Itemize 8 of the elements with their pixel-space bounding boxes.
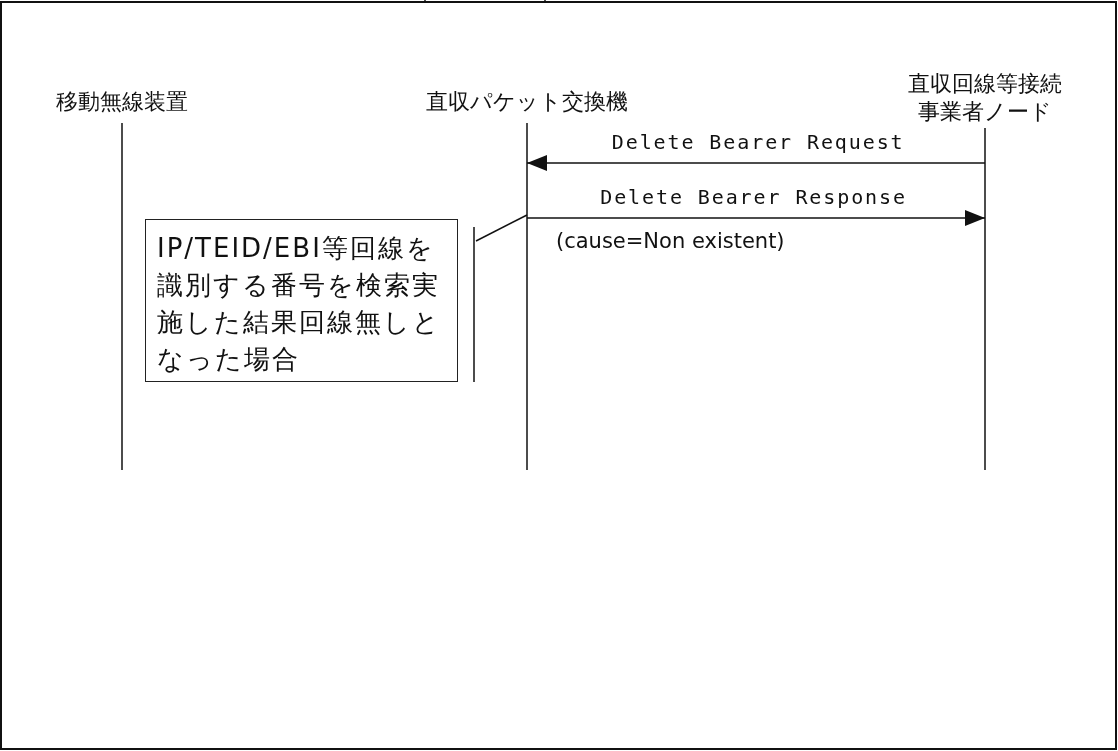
cause-text: (cause=Non existent): [556, 229, 785, 253]
lifeline-heading: 直収回線等接続事業者ノード: [907, 70, 1063, 126]
message-arrow: [526, 210, 986, 226]
message-arrow: [526, 155, 986, 171]
lifeline-heading: 移動無線装置: [55, 88, 189, 116]
note-box: IP/TEID/EBI等回線を識別する番号を検索実施した結果回線無しとなった場合: [145, 219, 458, 382]
lifeline-heading: 直収パケット交換機: [425, 88, 629, 116]
leader-line: [475, 214, 528, 242]
